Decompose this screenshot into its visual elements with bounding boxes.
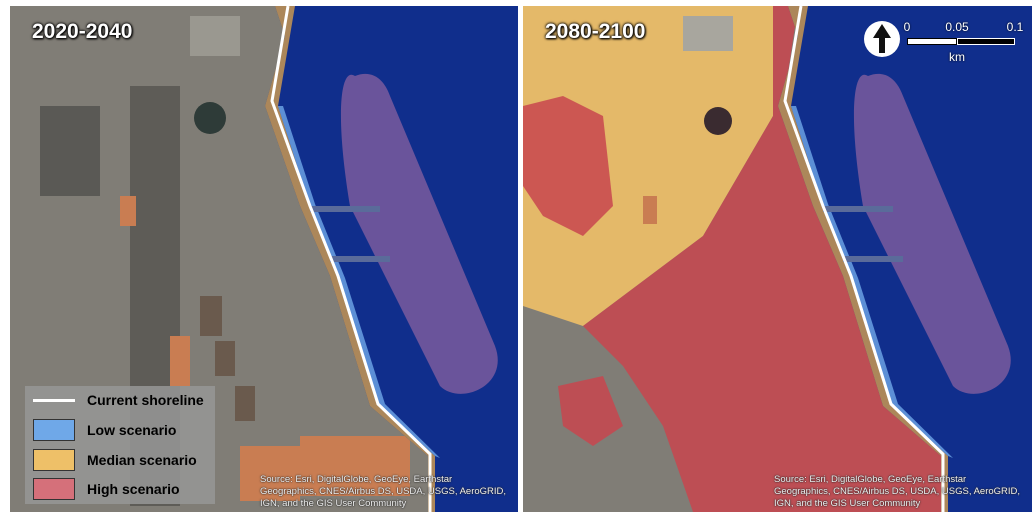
- scale-unit: km: [949, 50, 965, 64]
- pier: [330, 256, 390, 262]
- low-scenario-edge: [778, 6, 948, 512]
- legend-swatch-median: [33, 449, 75, 471]
- legend-item-shoreline: Current shoreline: [33, 392, 204, 408]
- scale-segment: [957, 38, 1015, 45]
- ship: [340, 73, 498, 394]
- legend-label: High scenario: [87, 481, 180, 497]
- warehouse: [200, 296, 222, 336]
- low-scenario-fill: [278, 106, 440, 458]
- map-attribution: Source: Esri, DigitalGlobe, GeoEye, Eart…: [260, 474, 507, 509]
- current-shoreline: [270, 6, 432, 512]
- scale-tick-label: 0.1: [1006, 20, 1024, 34]
- parking-lot: [40, 106, 100, 196]
- median-scenario-area: [523, 6, 773, 326]
- scale-tick-label: 0.05: [945, 20, 969, 34]
- legend-label: Low scenario: [87, 422, 177, 438]
- legend-label: Current shoreline: [87, 392, 204, 408]
- low-scenario-edge: [265, 6, 435, 512]
- legend-swatch-low: [33, 419, 75, 441]
- storage-tank: [194, 102, 226, 134]
- satellite-map: [523, 6, 1032, 512]
- legend-item-median: Median scenario: [33, 449, 197, 471]
- scale-tick-label: 0: [903, 20, 911, 34]
- pier: [843, 256, 903, 262]
- container-stack: [643, 196, 657, 224]
- legend-label: Median scenario: [87, 452, 197, 468]
- scale-bar: 0 0.05 0.1 km: [903, 20, 1027, 66]
- warehouse: [235, 386, 255, 421]
- scale-segment: [907, 38, 957, 45]
- panel-title: 2080-2100: [545, 20, 646, 43]
- panel-title: 2020-2040: [32, 20, 133, 43]
- ship: [853, 73, 1011, 394]
- storage-tank: [704, 107, 732, 135]
- container-stacks: [120, 196, 410, 501]
- current-shoreline: [783, 6, 945, 512]
- pier: [310, 206, 380, 212]
- high-scenario-area: [523, 96, 613, 236]
- building: [683, 16, 733, 51]
- legend-swatch-high: [33, 478, 75, 500]
- legend-line-swatch: [33, 398, 75, 402]
- map-panel-2020-2040: 2020-2040 Current shoreline Low scenario…: [10, 6, 518, 512]
- high-scenario-area: [558, 376, 623, 446]
- warehouse: [215, 341, 235, 376]
- building: [190, 16, 240, 56]
- high-scenario-area: [583, 6, 948, 512]
- low-scenario-fill: [791, 106, 953, 458]
- map-panel-2080-2100: 2080-2100 0 0.05 0.1 km Source: Esri, Di…: [523, 6, 1032, 512]
- north-arrow-icon: [864, 21, 900, 57]
- pier: [823, 206, 893, 212]
- map-legend: Current shoreline Low scenario Median sc…: [25, 386, 215, 504]
- map-attribution: Source: Esri, DigitalGlobe, GeoEye, Eart…: [774, 474, 1021, 509]
- legend-item-high: High scenario: [33, 478, 180, 500]
- legend-item-low: Low scenario: [33, 419, 176, 441]
